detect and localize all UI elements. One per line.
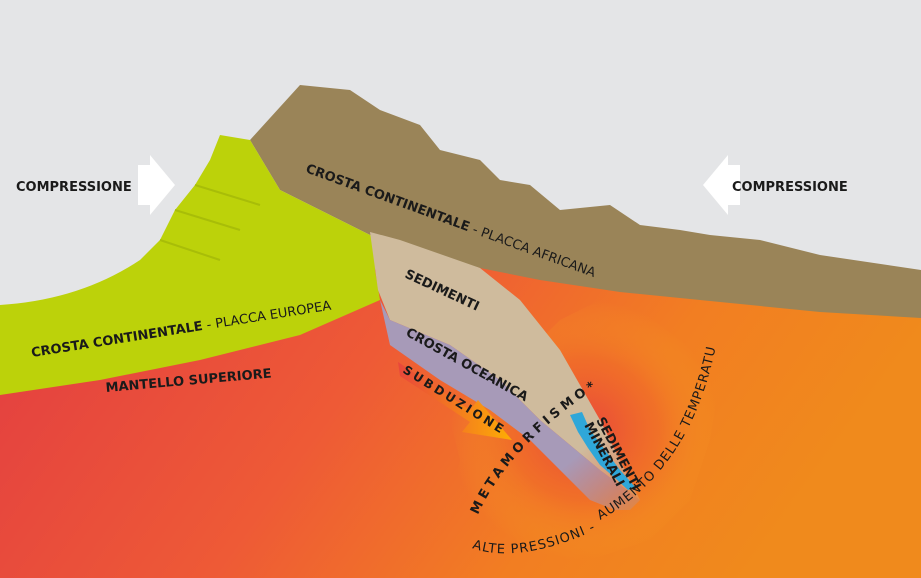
compression-label-right: COMPRESSIONE [732,180,848,195]
subduction-arrow [398,362,512,440]
european-continental-crust [0,135,380,395]
crust-ridge-line [194,184,261,206]
african-continental-crust [250,85,921,318]
crust-ridge-line [174,209,241,231]
compression-arrow-right [703,155,740,215]
compression-label-left: COMPRESSIONE [16,180,132,195]
sediment-minerals-water [570,412,636,490]
sediments-layer [370,232,640,500]
crust-ridge-line [159,239,221,261]
compression-arrow-left [138,155,175,215]
oceanic-crust-slab [380,300,640,510]
